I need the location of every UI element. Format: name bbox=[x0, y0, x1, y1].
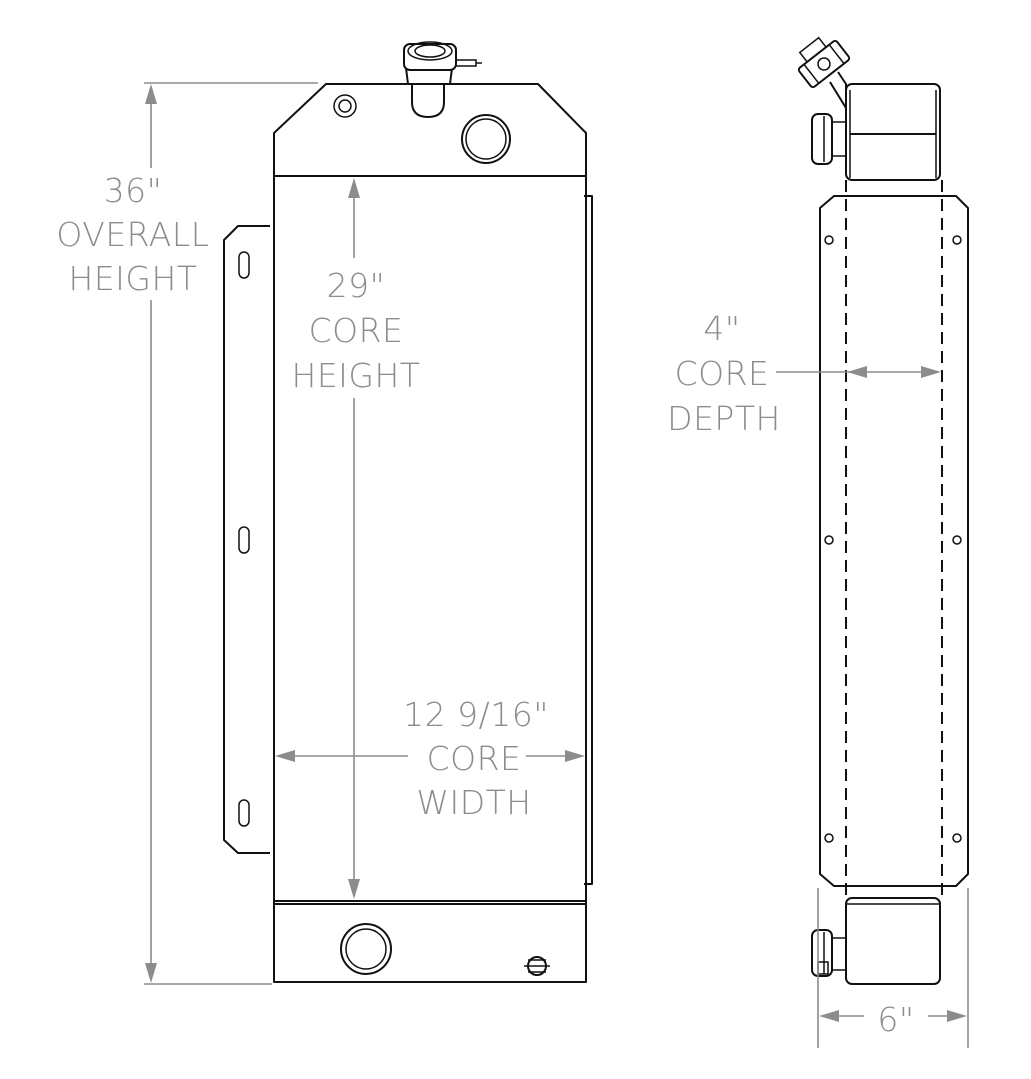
dimension-core-width: 12 9/16" CORE WIDTH bbox=[275, 695, 585, 822]
core-width-caption: CORE bbox=[427, 739, 522, 778]
dimension-overall-height: 36" OVERALL HEIGHT bbox=[56, 82, 318, 985]
front-view bbox=[223, 41, 593, 983]
bracket-slot bbox=[238, 526, 250, 554]
core-width-caption: WIDTH bbox=[416, 783, 531, 822]
bottom-tank bbox=[273, 901, 587, 983]
bracket-slots bbox=[238, 251, 250, 827]
dimension-overall-depth: 6" bbox=[817, 888, 969, 1048]
lower-hose-outlet bbox=[340, 923, 392, 975]
dimension-core-depth: 4" CORE DEPTH bbox=[667, 309, 941, 438]
core-depth-caption: DEPTH bbox=[667, 399, 781, 438]
side-filler-cap bbox=[797, 36, 851, 89]
bracket-slot bbox=[238, 251, 250, 279]
right-side-flange bbox=[584, 195, 593, 885]
top-tank bbox=[273, 83, 587, 176]
core-height-value: 29" bbox=[327, 266, 386, 305]
bracket-slot bbox=[238, 799, 250, 827]
core-depth-value: 4" bbox=[703, 309, 740, 348]
side-mounting-bracket bbox=[223, 225, 270, 854]
side-mounting-holes bbox=[824, 235, 962, 843]
drain-plug bbox=[524, 956, 550, 976]
overall-height-value: 36" bbox=[104, 171, 163, 210]
overall-depth-value: 6" bbox=[877, 1000, 914, 1039]
dimension-core-height: 29" CORE HEIGHT bbox=[292, 178, 421, 899]
core-height-caption: HEIGHT bbox=[292, 356, 421, 395]
side-frame bbox=[819, 195, 969, 887]
side-lower-outlet bbox=[811, 929, 847, 977]
upper-hose-outlet bbox=[461, 114, 511, 164]
core-width-value: 12 9/16" bbox=[403, 695, 549, 734]
side-upper-outlet bbox=[811, 113, 847, 165]
overall-height-caption: OVERALL bbox=[56, 215, 209, 254]
side-filler-neck bbox=[829, 71, 847, 109]
radiator-core bbox=[273, 175, 587, 902]
overall-height-caption: HEIGHT bbox=[69, 259, 198, 298]
filler-neck-cap bbox=[403, 41, 482, 118]
side-upper-tank bbox=[845, 83, 941, 181]
core-depth-caption: CORE bbox=[675, 354, 770, 393]
side-view bbox=[797, 36, 969, 985]
core-height-caption: CORE bbox=[309, 311, 404, 350]
side-lower-tank bbox=[845, 897, 941, 985]
vent-port bbox=[333, 94, 357, 118]
